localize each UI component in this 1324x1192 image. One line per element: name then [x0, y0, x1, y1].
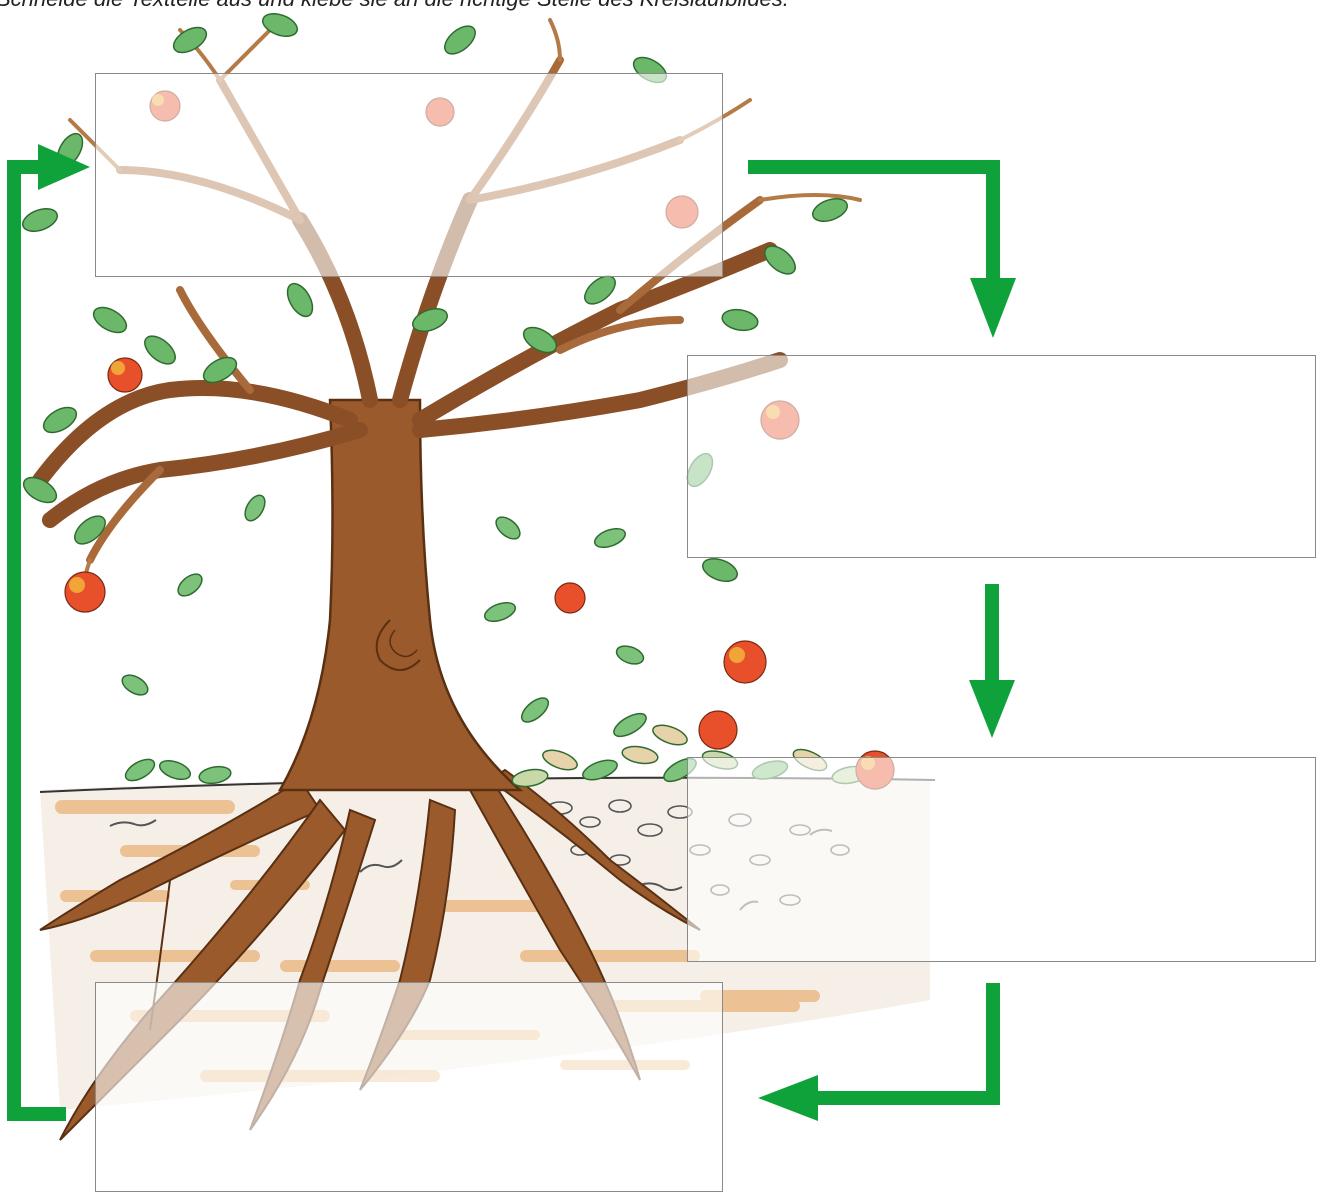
arrow-down-icon: [969, 680, 1015, 738]
label-box-bottom[interactable]: [95, 982, 723, 1192]
label-box-right-lower[interactable]: [687, 757, 1316, 962]
label-box-right-upper[interactable]: [687, 355, 1316, 558]
arrow-down-icon: [970, 278, 1016, 338]
arrow-left-icon: [758, 1075, 818, 1121]
trunk: [280, 400, 520, 790]
instruction-text: Schneide die Textteile aus und klebe sie…: [0, 0, 1316, 12]
label-box-top[interactable]: [95, 73, 723, 277]
